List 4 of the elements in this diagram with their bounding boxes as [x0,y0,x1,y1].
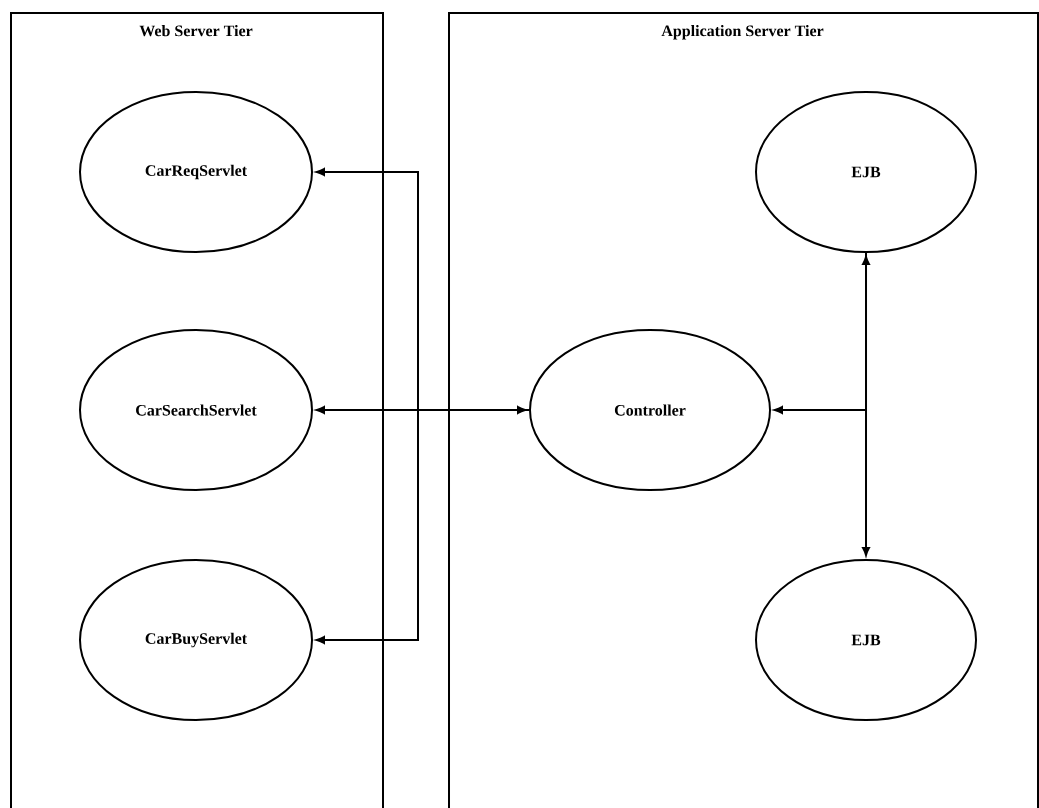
arrow [774,252,867,414]
arrow [862,256,870,556]
arrow [316,409,530,644]
arrow [316,406,526,414]
